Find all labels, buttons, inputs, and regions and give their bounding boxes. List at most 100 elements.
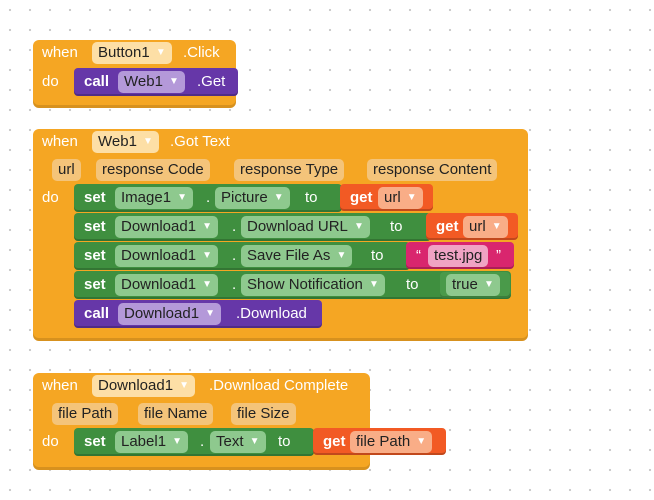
boolean-dropdown-true[interactable]: true ▼ — [446, 274, 500, 296]
variable-dropdown-url[interactable]: url ▼ — [463, 216, 508, 238]
dot-separator: . — [206, 189, 211, 206]
method-name: .Download — [236, 305, 307, 322]
call-keyword: call — [84, 305, 110, 322]
dropdown-label: true — [452, 276, 478, 293]
param-response-content[interactable]: response Content — [367, 159, 498, 181]
set-block-label1-text[interactable] — [74, 428, 314, 456]
component-dropdown-label1[interactable]: Label1 ▼ — [115, 431, 189, 453]
property-dropdown-picture[interactable]: Picture ▼ — [215, 187, 290, 209]
dropdown-arrow-icon: ▼ — [273, 192, 284, 203]
dot-separator: . — [232, 276, 237, 293]
property-dropdown-text[interactable]: Text ▼ — [210, 431, 266, 453]
dot-separator: . — [232, 218, 237, 235]
dropdown-label: Web1 — [124, 73, 163, 90]
variable-dropdown-file-path[interactable]: file Path ▼ — [350, 431, 433, 453]
to-keyword: to — [278, 433, 291, 450]
dropdown-label: Download1 — [121, 276, 197, 293]
component-dropdown-web1[interactable]: Web1 ▼ — [118, 71, 185, 93]
variable-dropdown-url[interactable]: url ▼ — [378, 187, 423, 209]
dropdown-label: Image1 — [121, 189, 172, 206]
do-keyword: do — [42, 189, 59, 206]
dropdown-arrow-icon: ▼ — [205, 308, 216, 319]
dropdown-label: url — [384, 189, 401, 206]
dropdown-label: Download1 — [121, 218, 197, 235]
set-keyword: set — [84, 247, 106, 264]
call-keyword: call — [84, 73, 110, 90]
component-dropdown-download1[interactable]: Download1 ▼ — [115, 274, 219, 296]
quote-close: ” — [496, 247, 501, 264]
dropdown-arrow-icon: ▼ — [406, 192, 417, 203]
do-keyword: do — [42, 433, 59, 450]
component-dropdown-download1[interactable]: Download1 ▼ — [115, 216, 219, 238]
dropdown-label: Download1 — [124, 305, 200, 322]
property-dropdown-show-notification[interactable]: Show Notification ▼ — [241, 274, 385, 296]
dot-separator: . — [232, 247, 237, 264]
text-value: test.jpg — [434, 247, 483, 264]
get-keyword: get — [323, 433, 346, 450]
set-keyword: set — [84, 433, 106, 450]
to-keyword: to — [305, 189, 318, 206]
component-dropdown-web1[interactable]: Web1 ▼ — [92, 131, 159, 153]
dropdown-label: Picture — [221, 189, 268, 206]
to-keyword: to — [371, 247, 384, 264]
param-response-code[interactable]: response Code — [96, 159, 210, 181]
param-response-type[interactable]: response Type — [234, 159, 345, 181]
method-name: .Get — [197, 73, 226, 90]
do-keyword: do — [42, 73, 59, 90]
dot-separator: . — [200, 433, 205, 450]
event-name: .Download Complete — [209, 377, 349, 394]
component-dropdown-download1[interactable]: Download1 ▼ — [118, 303, 222, 325]
dropdown-arrow-icon: ▼ — [202, 250, 213, 261]
component-dropdown-download1[interactable]: Download1 ▼ — [115, 245, 219, 267]
dropdown-arrow-icon: ▼ — [155, 47, 166, 58]
param-url[interactable]: url — [52, 159, 81, 181]
set-keyword: set — [84, 189, 106, 206]
param-file-name[interactable]: file Name — [138, 403, 214, 425]
dropdown-arrow-icon: ▼ — [202, 221, 213, 232]
param-file-path[interactable]: file Path — [52, 403, 119, 425]
dropdown-arrow-icon: ▼ — [369, 279, 379, 290]
dropdown-arrow-icon: ▼ — [336, 250, 347, 261]
property-dropdown-save-file-as[interactable]: Save File As ▼ — [241, 245, 353, 267]
text-value-field[interactable]: test.jpg — [428, 245, 489, 267]
dropdown-label: Label1 — [121, 433, 167, 450]
dropdown-label: Button1 — [98, 44, 150, 61]
dropdown-label: Web1 — [98, 133, 137, 150]
to-keyword: to — [390, 218, 403, 235]
dropdown-arrow-icon: ▼ — [179, 380, 190, 391]
event-name: .Click — [183, 44, 220, 61]
property-dropdown-download-url[interactable]: Download URL ▼ — [241, 216, 370, 238]
dropdown-arrow-icon: ▼ — [202, 279, 213, 290]
when-keyword: when — [42, 133, 78, 150]
event-name: .Got Text — [170, 133, 230, 150]
dropdown-label: Download1 — [98, 377, 174, 394]
dropdown-arrow-icon: ▼ — [172, 436, 183, 447]
dropdown-label: Download URL — [247, 218, 348, 235]
dropdown-label: file Path — [356, 433, 411, 450]
dropdown-label: Save File As — [247, 247, 331, 264]
component-dropdown-button1[interactable]: Button1 ▼ — [92, 42, 172, 64]
dropdown-label: Download1 — [121, 247, 197, 264]
get-keyword: get — [436, 218, 459, 235]
set-keyword: set — [84, 276, 106, 293]
dropdown-arrow-icon: ▼ — [177, 192, 188, 203]
param-file-size[interactable]: file Size — [231, 403, 296, 425]
dropdown-arrow-icon: ▼ — [416, 436, 427, 447]
to-keyword: to — [406, 276, 419, 293]
dropdown-label: Text — [216, 433, 244, 450]
dropdown-label: Show Notification — [247, 276, 363, 293]
dropdown-arrow-icon: ▼ — [491, 221, 502, 232]
set-keyword: set — [84, 218, 106, 235]
dropdown-arrow-icon: ▼ — [483, 279, 494, 290]
component-dropdown-download1[interactable]: Download1 ▼ — [92, 375, 196, 397]
dropdown-arrow-icon: ▼ — [249, 436, 260, 447]
dropdown-label: url — [469, 218, 486, 235]
dropdown-arrow-icon: ▼ — [143, 136, 153, 147]
component-dropdown-image1[interactable]: Image1 ▼ — [115, 187, 194, 209]
dropdown-arrow-icon: ▼ — [169, 76, 179, 87]
when-keyword: when — [42, 377, 78, 394]
get-keyword: get — [350, 189, 373, 206]
dropdown-arrow-icon: ▼ — [353, 221, 364, 232]
when-keyword: when — [42, 44, 78, 61]
quote-open: “ — [416, 247, 421, 264]
